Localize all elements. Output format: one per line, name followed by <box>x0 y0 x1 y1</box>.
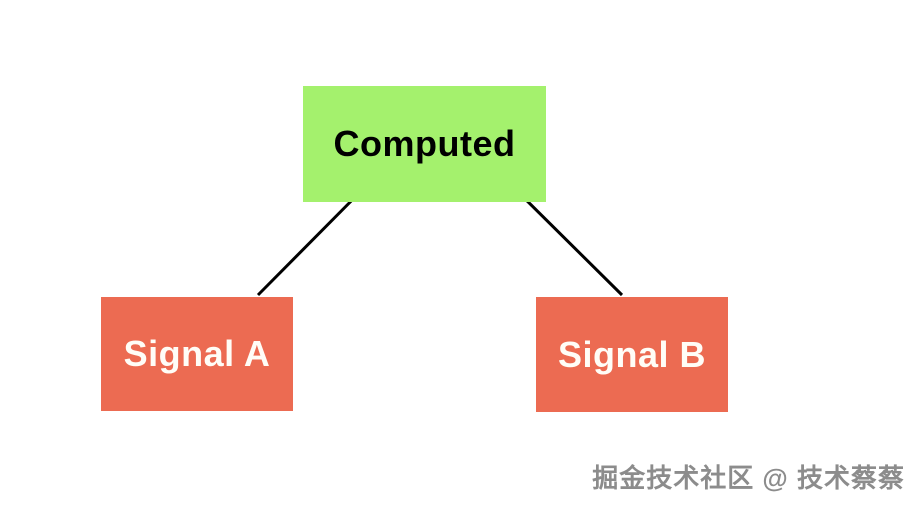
node-computed-label: Computed <box>333 123 516 164</box>
watermark-text: 掘金技术社区 @ 技术蔡蔡 <box>592 463 905 493</box>
node-signal-a-label: Signal A <box>123 333 271 374</box>
node-signal-b-label: Signal B <box>557 333 707 375</box>
node-computed: Computed <box>303 86 546 202</box>
node-signal-a: Signal A <box>101 297 293 411</box>
node-signal-b: Signal B <box>536 297 728 412</box>
